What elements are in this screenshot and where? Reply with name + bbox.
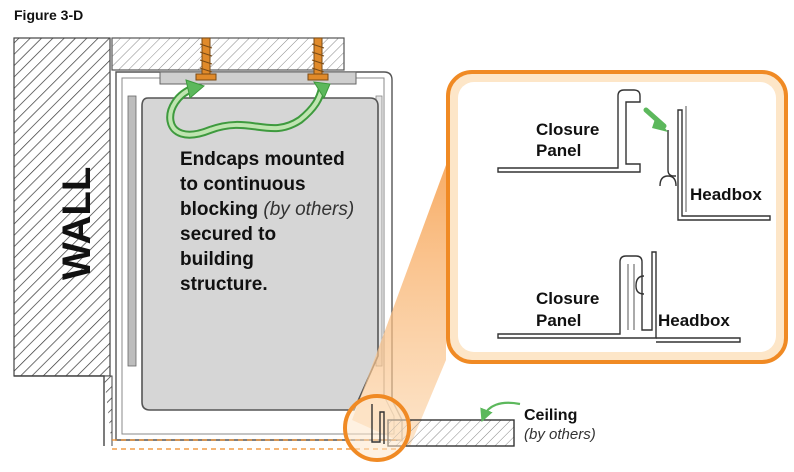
screw-left — [195, 37, 217, 81]
bottom-headbox: Headbox — [658, 311, 730, 330]
top-headbox: Headbox — [690, 185, 762, 204]
figure-title: Figure 3-D — [14, 7, 83, 23]
wall — [13, 37, 113, 446]
detail-circle — [343, 394, 411, 462]
ceiling-label: Ceiling — [524, 407, 577, 424]
shade-roll-panel — [141, 97, 379, 411]
note-line-2: to continuous — [180, 174, 306, 195]
ceiling-note: (by others) — [524, 426, 596, 443]
detail-bottom: Closure Panel Headbox — [497, 251, 741, 343]
note-line-3: blocking (by others) — [180, 199, 354, 220]
detail-top: Closure Panel Headbox — [497, 89, 771, 221]
ceiling-arrow — [480, 401, 521, 423]
wall-label: WALL — [55, 167, 99, 280]
top-blocking — [111, 37, 345, 71]
endcaps-note: Endcaps mounted to continuous blocking (… — [180, 149, 354, 295]
top-closure-1: Closure — [536, 120, 599, 139]
note-line-5: building — [180, 249, 254, 270]
note-line-1: Endcaps mounted — [180, 149, 345, 170]
bottom-closure-2: Panel — [536, 311, 581, 330]
screw-right — [307, 37, 329, 81]
bottom-closure-1: Closure — [536, 289, 599, 308]
callout-beam — [352, 165, 446, 446]
top-closure-2: Panel — [536, 141, 581, 160]
note-line-6: structure. — [180, 274, 268, 295]
note-line-4: secured to — [180, 224, 276, 245]
